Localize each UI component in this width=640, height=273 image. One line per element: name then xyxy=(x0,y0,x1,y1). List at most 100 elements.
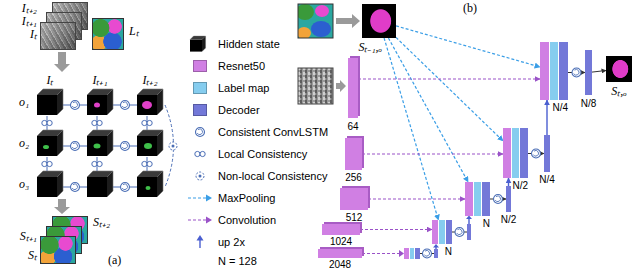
node-label: 64 xyxy=(347,121,358,132)
input-frame xyxy=(298,68,333,104)
decoder-level-5 xyxy=(433,244,439,248)
node-label: Sₜ xyxy=(28,249,37,262)
node-label: Lₜ xyxy=(129,25,139,38)
hidden-state-grid xyxy=(37,89,163,197)
resnet-block: 512 xyxy=(340,188,368,210)
node-label: 1024 xyxy=(330,236,352,247)
label-map-image xyxy=(315,5,329,17)
legend-swatch xyxy=(193,104,207,116)
gray-arrow xyxy=(54,52,70,72)
hidden-state-grid xyxy=(43,145,49,149)
decoder-level-5 xyxy=(415,248,420,259)
label-map-image xyxy=(298,27,311,38)
legend-samples xyxy=(196,172,204,180)
conv-connector xyxy=(362,153,503,154)
decoder-block: N/4 xyxy=(544,135,550,172)
object-mask: Sₜ₋₁,ₒ xyxy=(362,4,396,38)
hidden-state-grid xyxy=(37,89,63,115)
conv-connector xyxy=(360,229,432,230)
hidden-state-grid xyxy=(94,144,101,149)
hidden-state-grid xyxy=(137,130,163,156)
panel-label: (a) xyxy=(108,254,121,267)
node-label: Iₜ₊₁ xyxy=(22,15,37,28)
non-local-consistency-symbol xyxy=(169,142,177,150)
legend-samples xyxy=(188,219,206,220)
node-label: N xyxy=(445,246,452,257)
hidden-state-grid xyxy=(37,171,63,197)
hidden-state-grid xyxy=(137,89,163,115)
decoder-block: N/2 xyxy=(506,186,511,212)
legend-text: Label map xyxy=(218,82,269,95)
hidden-state-grid xyxy=(146,186,151,190)
decoder-level-4 xyxy=(468,219,469,224)
maxpool-connector xyxy=(396,37,503,140)
note: N = 128 xyxy=(218,255,257,268)
decoder-level-5 xyxy=(410,248,414,259)
maxpool-connector xyxy=(388,38,468,182)
node-label: N/4 xyxy=(552,102,568,113)
label-map: Lₜ xyxy=(92,18,124,50)
decoder-level-4 xyxy=(467,224,471,240)
convlstm-symbol xyxy=(494,195,503,204)
label-map-image xyxy=(298,4,333,38)
decoder-stack: N/4 xyxy=(540,42,568,100)
gray-arrow xyxy=(336,80,346,92)
decoder-level-5 xyxy=(362,244,439,259)
node-label: N xyxy=(483,218,490,229)
column-label: Iₜ₊₂ xyxy=(142,74,157,87)
resnet-block: 64 xyxy=(348,58,358,118)
decoder-level-5 xyxy=(434,249,438,258)
legend-text: up 2x xyxy=(218,236,245,249)
legend-text: Consistent ConvLSTM xyxy=(218,126,328,139)
column-label: Iₜ xyxy=(47,74,54,87)
convlstm-symbol xyxy=(572,68,581,77)
local-consistency-symbol xyxy=(142,161,152,166)
hidden-state-grid xyxy=(37,130,63,156)
resnet-block: 256 xyxy=(345,138,362,170)
node-label: 512 xyxy=(346,212,363,223)
label-map-image xyxy=(298,4,314,20)
legend-text: Non-local Consistency xyxy=(218,170,327,183)
hidden-state-grid xyxy=(87,89,113,115)
decoder-level-5 xyxy=(404,248,409,259)
column-label: Iₜ₊₁ xyxy=(92,74,107,87)
decoder-stack: N/2 xyxy=(503,128,528,178)
legend-samples xyxy=(197,235,204,241)
node-label: 2048 xyxy=(329,259,351,270)
convlstm-symbol xyxy=(71,101,130,192)
convlstm-symbol xyxy=(532,149,541,158)
legend-samples xyxy=(199,240,200,248)
legend-samples xyxy=(206,217,212,224)
node-label: N/2 xyxy=(512,180,528,191)
object-label: o₂ xyxy=(19,137,29,150)
node-label: N/4 xyxy=(539,174,555,185)
convlstm-symbol xyxy=(121,101,130,110)
object-label: o₃ xyxy=(19,178,29,191)
node-label: N/2 xyxy=(501,214,517,225)
local-consistency-symbol xyxy=(92,120,102,125)
local-consistency-symbol xyxy=(42,161,52,166)
convlstm-symbol xyxy=(455,228,464,237)
convlstm-symbol xyxy=(121,142,130,151)
convlstm-symbol xyxy=(71,142,80,151)
video-frame: Iₜ xyxy=(40,22,76,50)
conv-connector xyxy=(368,198,465,199)
convlstm-symbol xyxy=(121,183,130,192)
local-consistency-symbol xyxy=(92,161,102,166)
local-consistency-symbol xyxy=(42,120,52,125)
hidden-state-grid xyxy=(87,130,113,156)
node-label: Sₜ₊₂ xyxy=(93,216,110,229)
node-label: Iₜ xyxy=(30,28,37,41)
resnet-block: 1024 xyxy=(322,224,360,235)
non-local-consistency-symbol xyxy=(169,142,177,150)
object-label: o₁ xyxy=(19,96,29,109)
hidden-state-grid xyxy=(142,101,152,109)
decoder-level-5 xyxy=(362,253,400,254)
legend-text: Resnet50 xyxy=(218,60,265,73)
decoder-level-5 xyxy=(399,250,404,257)
legend-text: Convolution xyxy=(218,214,276,227)
convlstm-symbol xyxy=(71,183,80,192)
up-connector xyxy=(508,178,509,186)
legend-swatch xyxy=(193,82,207,94)
